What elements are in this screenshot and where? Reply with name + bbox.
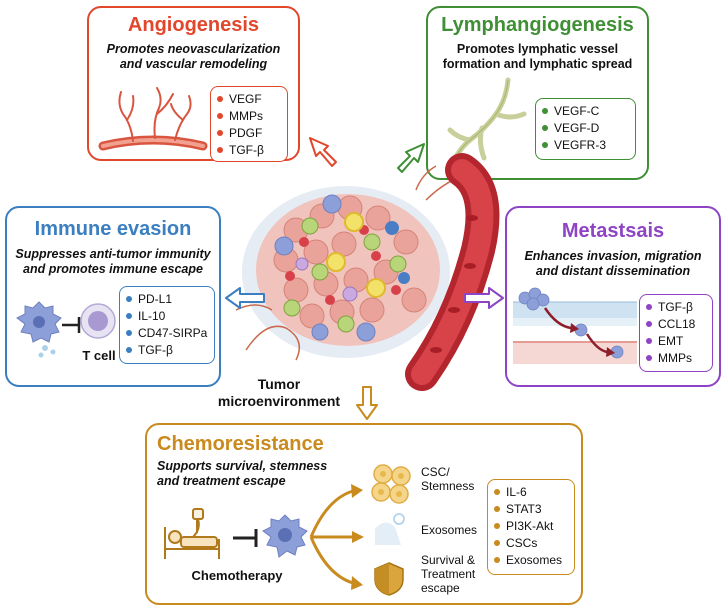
exosome-icon (375, 513, 405, 545)
angiogenesis-panel: Angiogenesis Promotes neovascularization… (87, 6, 300, 162)
hospital-bed-icon (164, 508, 220, 559)
list-item: CD47-SIRPa (126, 324, 208, 341)
blood-vessel-icon (98, 87, 208, 151)
chemoresistance-panel: Chemoresistance Supports survival, stemn… (145, 423, 583, 605)
list-item: IL-10 (126, 307, 208, 324)
vessel-invasion-icon (513, 287, 637, 364)
immune-evasion-panel: Immune evasion Suppresses anti-tumor imm… (5, 206, 221, 387)
list-item: PDGF (217, 124, 281, 141)
shield-icon (374, 562, 404, 596)
list-item: Exosomes (494, 551, 568, 568)
list-item: CSCs (494, 534, 568, 551)
arrow-to-lymphangiogenesis (397, 143, 425, 173)
inhibit-icon (233, 529, 258, 547)
angiogenesis-title: Angiogenesis (127, 14, 260, 36)
list-item: VEGF (217, 90, 281, 107)
lymphatic-vessel-icon (447, 77, 527, 167)
chemoresistance-factor-list: IL-6 STAT3 PI3K-Akt CSCs Exosomes (487, 479, 575, 575)
outcome-exosomes-label: Exosomes (421, 523, 478, 537)
chemotherapy-label: Chemotherapy (191, 568, 283, 583)
list-item: CCL18 (646, 315, 706, 332)
list-item: VEGFR-3 (542, 136, 629, 153)
inhibit-icon (62, 317, 81, 333)
chemoresistance-title: Chemoresistance (157, 433, 324, 455)
macrophage-icon (16, 301, 62, 358)
arrow-to-metastasis (464, 287, 504, 309)
arrow-to-chemoresistance (356, 386, 378, 420)
metastasis-title: Metastsais (561, 220, 665, 242)
list-item: MMPs (646, 349, 706, 366)
tumor-microenvironment-illustration (235, 153, 500, 391)
t-cell-label: T cell (82, 348, 116, 363)
lymphangiogenesis-title: Lymphangiogenesis (441, 14, 634, 36)
branch-arrows (309, 484, 364, 590)
list-item: STAT3 (494, 500, 568, 517)
list-item: TGF-β (126, 341, 208, 358)
angiogenesis-factor-list: VEGF MMPs PDGF TGF-β (210, 86, 288, 162)
list-item: PI3K-Akt (494, 517, 568, 534)
lymphangiogenesis-factor-list: VEGF-C VEGF-D VEGFR-3 (535, 98, 636, 160)
arrow-to-immune-evasion (225, 287, 265, 309)
t-cell-icon (80, 303, 116, 339)
lymphangiogenesis-panel: Lymphangiogenesis Promotes lymphatic ves… (426, 6, 649, 180)
immune-evasion-title: Immune evasion (34, 218, 192, 240)
tumor-cell-icon (262, 514, 308, 558)
arrow-to-angiogenesis (309, 137, 337, 167)
list-item: VEGF-D (542, 119, 629, 136)
list-item: PD-L1 (126, 290, 208, 307)
list-item: TGF-β (217, 141, 281, 158)
list-item: EMT (646, 332, 706, 349)
outcome-csc-label: CSC/Stemness (421, 465, 475, 493)
list-item: TGF-β (646, 298, 706, 315)
list-item: IL-6 (494, 483, 568, 500)
list-item: MMPs (217, 107, 281, 124)
stem-cell-cluster-icon (371, 464, 411, 504)
immune-evasion-factor-list: PD-L1 IL-10 CD47-SIRPa TGF-β (119, 286, 215, 364)
list-item: VEGF-C (542, 102, 629, 119)
metastasis-factor-list: TGF-β CCL18 EMT MMPs (639, 294, 713, 372)
